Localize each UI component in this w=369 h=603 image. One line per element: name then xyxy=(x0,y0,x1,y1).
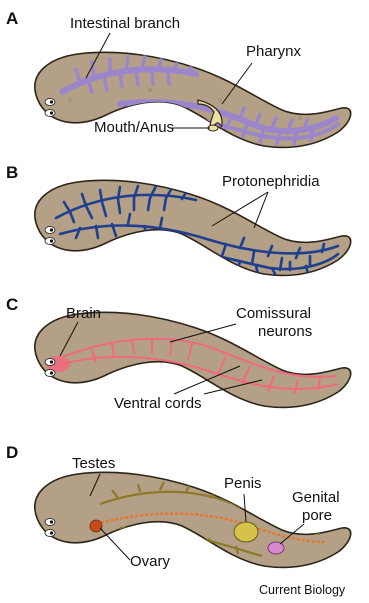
genital-pore-sac xyxy=(268,542,284,554)
journal-credit: Current Biology xyxy=(259,583,346,597)
worm-body-b xyxy=(35,180,351,276)
label-comissural-line2: neurons xyxy=(258,323,312,340)
label-intestinal-branch: Intestinal branch xyxy=(70,15,180,32)
label-pharynx: Pharynx xyxy=(246,43,302,60)
penis-bulb xyxy=(234,522,258,542)
panel-a: A xyxy=(6,9,351,147)
panel-letter-a: A xyxy=(6,9,18,28)
label-genital-line1: Genital xyxy=(292,489,340,506)
label-brain: Brain xyxy=(66,305,101,322)
label-penis: Penis xyxy=(224,475,262,492)
label-comissural-line1: Comissural xyxy=(236,305,311,322)
panel-letter-d: D xyxy=(6,443,18,462)
panel-b: B Protonephridia xyxy=(6,163,351,276)
panel-c: C Brain Comissural neurons Ventral cords xyxy=(6,295,351,412)
label-testes: Testes xyxy=(72,455,115,472)
label-protonephridia: Protonephridia xyxy=(222,173,320,190)
leader-protonephridia-1 xyxy=(254,192,268,228)
panel-d: D Testes Penis Genital xyxy=(6,443,351,570)
label-ventral-cords: Ventral cords xyxy=(114,395,202,412)
label-ovary: Ovary xyxy=(130,553,171,570)
panel-letter-c: C xyxy=(6,295,18,314)
panel-letter-b: B xyxy=(6,163,18,182)
leader-ovary xyxy=(100,528,130,560)
worm-body-a xyxy=(35,52,351,147)
label-genital-line2: pore xyxy=(302,507,332,524)
label-mouth-anus: Mouth/Anus xyxy=(94,119,174,136)
ovary-body xyxy=(90,520,102,532)
